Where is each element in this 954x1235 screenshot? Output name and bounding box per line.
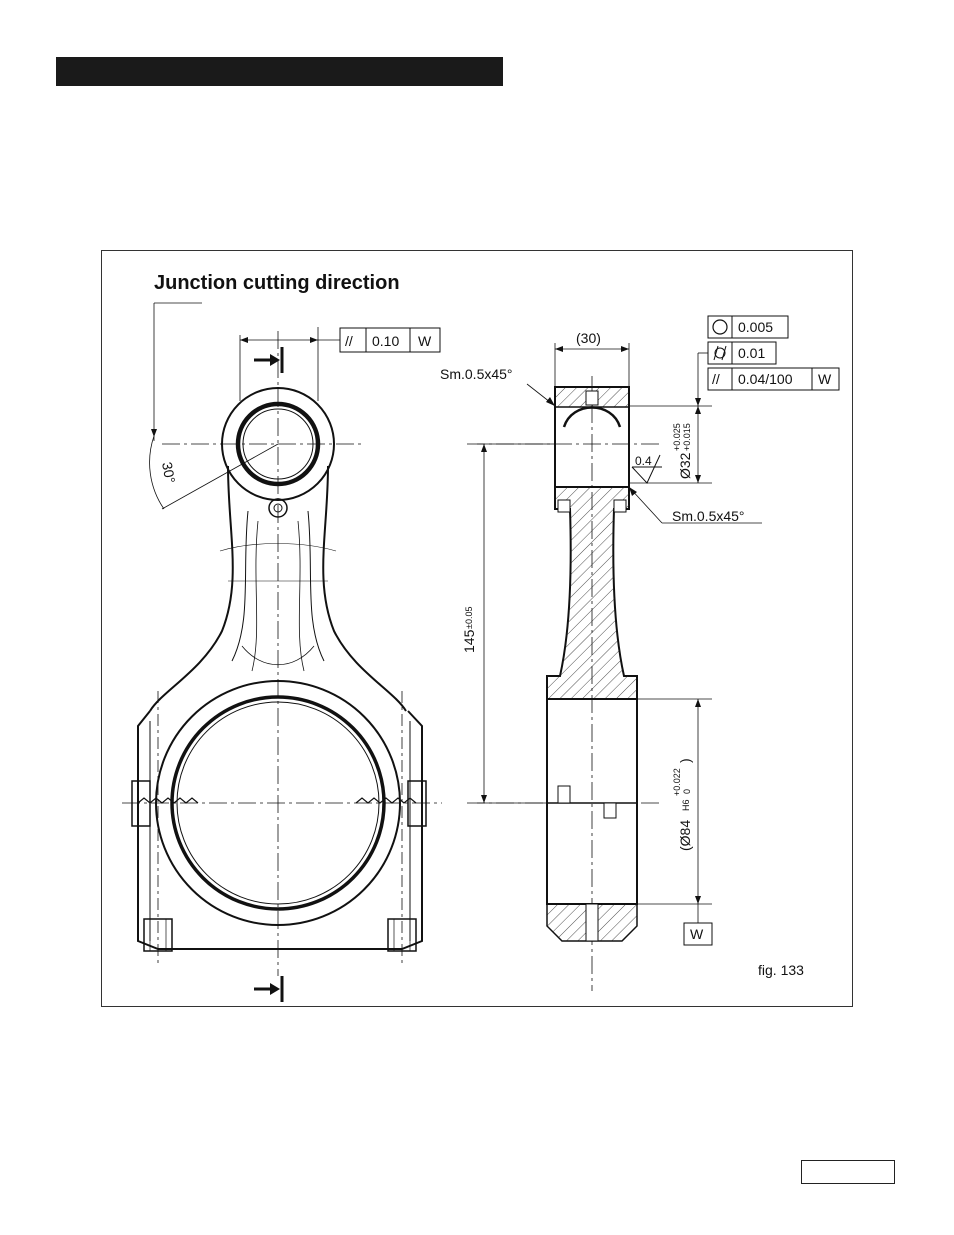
roundness-frame: 0.005 [708,316,788,338]
svg-text:145: 145 [461,629,477,653]
svg-text:W: W [818,371,832,387]
page-number-box [801,1160,895,1184]
parallelism-frame-side: // 0.04/100 W [708,368,839,390]
svg-text:0: 0 [682,789,692,794]
front-view [122,303,442,1002]
svg-text:±0.05: ±0.05 [464,607,474,629]
svg-text:0.10: 0.10 [372,333,399,349]
svg-text:0.005: 0.005 [738,319,773,335]
figure-caption: fig. 133 [758,962,804,978]
center-distance-dimension: 145 ±0.05 [461,607,477,653]
svg-text:): ) [677,758,693,763]
figure-title: Junction cutting direction [154,272,400,294]
svg-text:0.01: 0.01 [738,345,765,361]
section-header-bar [56,57,503,86]
small-bore-dimension: Ø32 +0.025 +0.015 [672,423,693,479]
datum-w-box: W [684,923,712,945]
svg-text:Ø32: Ø32 [677,452,693,479]
svg-text:H6: H6 [681,799,691,811]
chamfer-label-top: Sm.0.5x45° [440,366,513,382]
angle-label: 30° [159,461,178,485]
svg-text://: // [712,371,720,387]
technical-drawing: Junction cutting direction [102,251,854,1008]
svg-text:W: W [418,333,432,349]
svg-text:+0.022: +0.022 [672,768,682,796]
width-dimension: (30) [576,330,601,346]
svg-text:0.04/100: 0.04/100 [738,371,793,387]
svg-text:W: W [690,926,704,942]
svg-text:+0.015: +0.015 [682,423,692,451]
side-view [467,343,762,991]
svg-text:+0.025: +0.025 [672,423,682,451]
roughness-value: 0.4 [635,454,652,468]
svg-text:(Ø84: (Ø84 [677,820,693,851]
chamfer-label-bottom: Sm.0.5x45° [672,508,745,524]
cylindricity-frame: 0.01 [708,342,776,364]
connecting-rod-drawing: Junction cutting direction [101,250,853,1007]
big-bore-dimension: (Ø84 H6 +0.022 0 ) [672,758,693,851]
svg-text://: // [345,333,353,349]
parallelism-frame-front: // 0.10 W [340,328,440,352]
